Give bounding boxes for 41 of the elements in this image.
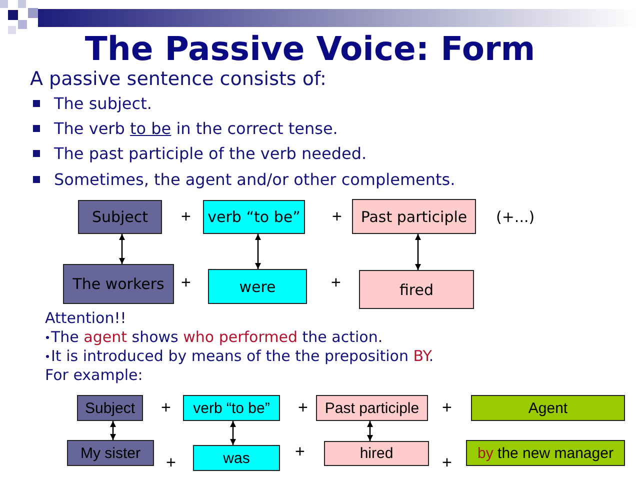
bullet-text: The verb to be in the correct tense. [54,119,338,138]
sentence-part-box: Past participle [316,395,428,421]
plus-sign: + [181,274,191,292]
sentence-part-box: was [193,445,280,471]
double-arrow [255,234,261,269]
sentence-part-box: My sister [67,440,154,466]
bullet-text: The subject. [54,94,152,113]
optional-note: (+...) [496,208,535,226]
double-arrow [119,234,125,264]
double-arrow [110,421,116,440]
double-arrow [415,234,421,270]
slide-title: The Passive Voice: Form [84,30,536,68]
sentence-part-box: The workers [63,264,174,304]
sentence-part-box: Past participle [352,199,476,234]
double-arrow [230,421,236,445]
note-heading: Attention!! [45,309,126,327]
sentence-part-box: Subject [77,395,143,421]
sentence-part-box: Subject [78,200,162,234]
plus-sign: + [295,443,305,461]
sentence-part-box: Agent [471,395,625,421]
plus-sign: + [442,399,452,417]
note-text: The agent shows who performed the action. [51,328,383,346]
bullet-text: The past participle of the verb needed. [54,144,367,163]
double-arrow [367,421,373,441]
plus-sign: + [332,208,342,226]
note-text: It is introduced by means of the the preposition BY. [51,347,434,365]
sentence-part-box: verb “to be” [203,200,305,234]
sentence-part-box: fired [359,270,474,309]
plus-sign: + [298,399,308,417]
plus-sign: + [161,399,171,417]
plus-sign: + [331,274,341,292]
sentence-part-box: hired [324,441,429,466]
sentence-part-box: by the new manager [466,440,625,466]
plus-sign: + [166,454,176,472]
note-heading: For example: [45,366,143,384]
sentence-part-box: verb “to be” [183,395,280,421]
plus-sign: + [442,454,452,472]
bullet-text: Sometimes, the agent and/or other complements. [54,170,456,189]
intro-text: A passive sentence consists of: [30,68,326,90]
plus-sign: + [181,208,191,226]
sentence-part-box: were [208,269,307,304]
